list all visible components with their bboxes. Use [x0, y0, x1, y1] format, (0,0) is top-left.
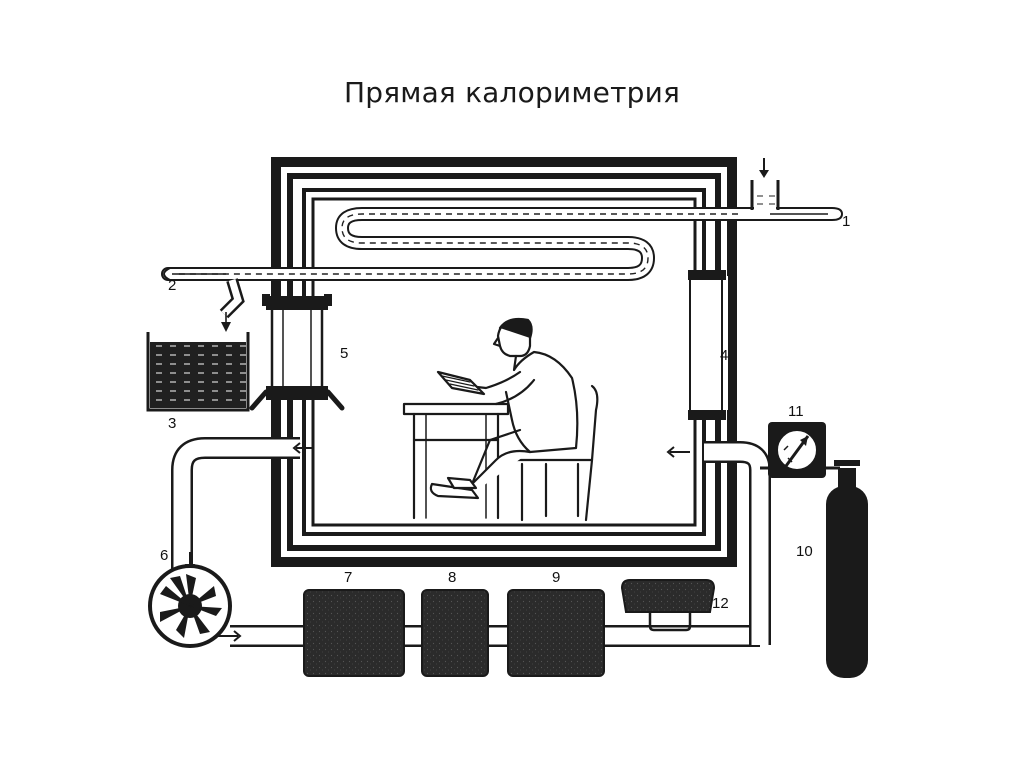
label-6: 6	[160, 547, 168, 564]
label-1: 1	[842, 213, 850, 230]
fan	[148, 564, 232, 648]
part-labels: 1 2 3 4 5 6 7 8 9 10 11 12	[160, 213, 850, 612]
label-11: 11	[788, 403, 804, 420]
absorber-units	[303, 589, 605, 677]
label-7: 7	[344, 569, 352, 586]
label-4: 4	[720, 347, 728, 364]
left-window	[249, 294, 345, 411]
manometer	[760, 422, 840, 478]
seated-subject	[402, 317, 599, 522]
label-8: 8	[448, 569, 456, 586]
label-5: 5	[340, 345, 348, 362]
slide-title: Прямая калориметрия	[343, 76, 681, 109]
absorber-8	[421, 589, 489, 677]
absorber-7	[303, 589, 405, 677]
label-2: 2	[168, 277, 176, 294]
label-9: 9	[552, 569, 560, 586]
label-3: 3	[168, 415, 176, 432]
water-bath	[146, 332, 250, 412]
spirometer	[620, 579, 716, 632]
right-window	[688, 270, 728, 420]
label-12: 12	[712, 595, 729, 612]
heat-exchanger-coil	[161, 158, 844, 332]
absorber-9	[507, 589, 605, 677]
oxygen-cylinder	[826, 460, 868, 678]
label-10: 10	[796, 543, 813, 560]
